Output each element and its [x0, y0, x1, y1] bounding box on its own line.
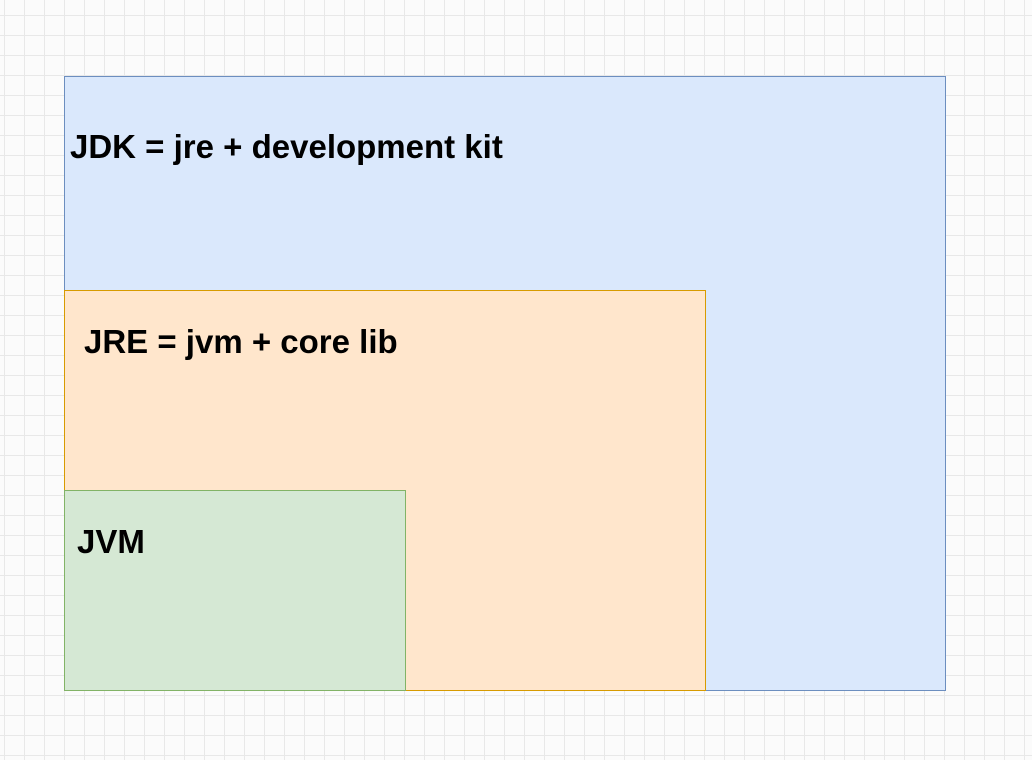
jre-label: JRE = jvm + core lib: [84, 323, 398, 360]
jdk-label: JDK = jre + development kit: [70, 128, 503, 165]
jvm-label: JVM: [77, 523, 145, 560]
jvm-box[interactable]: [64, 490, 406, 691]
